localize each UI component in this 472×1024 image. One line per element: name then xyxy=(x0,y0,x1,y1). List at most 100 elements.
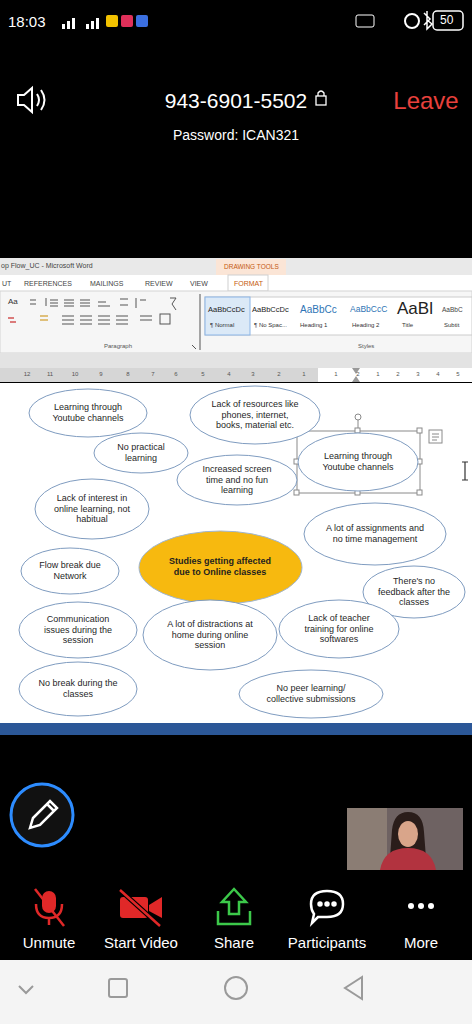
status-icons xyxy=(67,21,70,29)
navigation-bar xyxy=(0,960,472,1024)
navigation-icons xyxy=(109,979,127,997)
ellipse-shape xyxy=(21,548,119,594)
selection-handles xyxy=(429,430,442,443)
font-button: Aa xyxy=(8,297,18,306)
idea-ellipse: Lack of teacher training for online soft… xyxy=(278,599,400,659)
idea-ellipse: Lack of interest in online learning, not… xyxy=(34,478,150,540)
toolbar-label: More xyxy=(404,934,438,951)
ribbon-icons xyxy=(136,298,146,308)
node-text-block: Lack of interest in online learning, not… xyxy=(50,493,134,525)
status-icons xyxy=(121,15,133,27)
ellipse-shape xyxy=(298,433,418,491)
status-icons xyxy=(433,11,463,30)
status-band xyxy=(0,723,472,735)
ellipse-shape xyxy=(239,670,383,718)
more-icon xyxy=(408,903,414,909)
style-name: ¶ Normal xyxy=(210,322,234,329)
ruler-number: 3 xyxy=(251,371,254,378)
selection-handles xyxy=(294,414,442,495)
navigation-icons xyxy=(225,977,247,999)
share-icon xyxy=(218,911,250,924)
meeting-password: Password: ICAN321 xyxy=(173,127,299,143)
selection-handles xyxy=(432,434,439,440)
ruler-number: 1 xyxy=(302,371,305,378)
more-icon xyxy=(418,903,424,909)
idea-ellipse: A lot of assignments and no time managem… xyxy=(303,502,447,566)
video-off-icon xyxy=(120,890,160,926)
ellipse-shape xyxy=(279,600,399,658)
tab-row xyxy=(0,275,472,291)
ellipse-shape xyxy=(139,531,302,604)
toolbar-label: Unmute xyxy=(23,934,76,951)
ruler-number: 2 xyxy=(277,371,280,378)
node-text: Learning through Youtube channels xyxy=(314,451,402,473)
group-label: Paragraph xyxy=(104,343,132,350)
idea-ellipse: Increased screen time and no fun learnin… xyxy=(176,454,298,506)
navigation-icons xyxy=(345,977,362,999)
idea-ellipse: Lack of resources like phones, internet,… xyxy=(189,385,321,445)
lock-icon xyxy=(316,96,326,105)
speaker-icon xyxy=(37,94,39,106)
format-tab xyxy=(228,275,268,291)
ellipse-shape xyxy=(35,479,149,539)
ribbon-icons xyxy=(30,300,36,304)
clock: 18:03 xyxy=(8,13,46,30)
navigation-icons xyxy=(19,986,33,993)
ribbon-icons xyxy=(98,316,110,324)
idea-ellipse: No practical learning xyxy=(93,432,189,474)
lock-icon xyxy=(318,91,324,96)
ribbon-icons xyxy=(80,300,90,306)
ruler-number: 5 xyxy=(456,371,459,378)
ellipse-shape xyxy=(19,662,137,716)
status-icons xyxy=(72,18,75,29)
idea-ellipse: Communication issues during the session xyxy=(18,601,138,659)
node-text: Lack of resources like phones, internet,… xyxy=(208,399,303,431)
idea-ellipse: Learning through Youtube channels xyxy=(28,388,148,438)
video-thumbnail xyxy=(380,848,436,870)
ribbon-icons xyxy=(120,299,128,305)
style-name: Title xyxy=(402,322,413,329)
ribbon-icons xyxy=(46,298,58,306)
ribbon-icons xyxy=(192,294,200,350)
video-off-icon xyxy=(120,890,160,926)
ribbon-tab: UT xyxy=(2,280,11,288)
video-thumbnail xyxy=(347,808,463,870)
participants-icon xyxy=(333,903,336,906)
video-thumbnail xyxy=(347,808,387,870)
idea-ellipse: Learning through Youtube channels xyxy=(297,432,419,492)
node-text-block: A lot of assignments and no time managem… xyxy=(323,523,427,545)
ribbon-icons xyxy=(170,298,176,310)
node-text: Studies getting affected due to Online c… xyxy=(161,556,280,578)
share-icon xyxy=(218,889,250,924)
ruler-number: 8 xyxy=(126,371,129,378)
battery-level: 50 xyxy=(440,14,453,28)
style-preview: AaBbCcDc xyxy=(208,306,245,315)
group-label: Styles xyxy=(358,343,374,350)
status-icons xyxy=(91,21,94,29)
window-title: op Flow_UC - Microsoft Word xyxy=(1,262,93,270)
style-name: ¶ No Spac... xyxy=(254,322,287,329)
idea-ellipse: Flow break due Network xyxy=(20,547,120,595)
share-icon xyxy=(222,889,246,914)
node-text: A lot of assignments and no time managem… xyxy=(323,523,427,545)
video-thumbnail xyxy=(347,808,463,870)
ruler-number: 10 xyxy=(72,371,79,378)
status-icons xyxy=(424,11,432,29)
style-preview: AaBbC xyxy=(442,306,463,313)
ribbon-icons xyxy=(62,316,74,324)
style-preview: AaBbCc xyxy=(300,304,337,316)
title-bar xyxy=(0,258,472,275)
ribbon-icons xyxy=(98,302,110,306)
ruler-number: 3 xyxy=(416,371,419,378)
node-text: Flow break due Network xyxy=(34,560,106,582)
selection-handles xyxy=(355,428,360,433)
selection-handles xyxy=(355,414,361,420)
node-text: Learning through Youtube channels xyxy=(45,402,131,424)
participants-icon xyxy=(319,903,322,906)
speaker-icon xyxy=(41,90,45,110)
annotate-button xyxy=(11,784,73,846)
node-text: No break during the classes xyxy=(35,678,121,700)
node-text: Communication issues during the session xyxy=(35,614,121,646)
idea-ellipse: A lot of distractions at home during onl… xyxy=(142,599,278,671)
